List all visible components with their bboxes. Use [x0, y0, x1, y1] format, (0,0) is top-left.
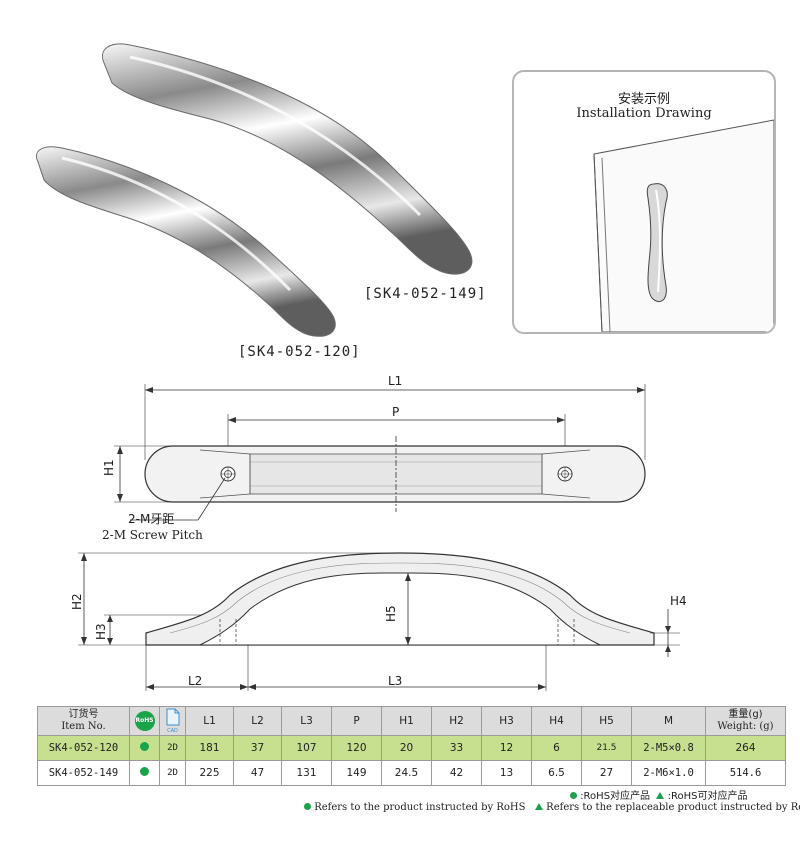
cell-item-no[interactable]: SK4-052-149 — [37, 760, 130, 786]
dim-label-l1: L1 — [388, 374, 403, 388]
dim-label-l2: L2 — [188, 674, 203, 688]
cell-h2: 33 — [431, 735, 482, 761]
cell-rohs — [129, 760, 160, 786]
table-row: SK4-052-149 2D 225 47 131 149 24.5 42 13… — [37, 760, 786, 786]
cell-l2: 47 — [233, 760, 282, 786]
header-l1: L1 — [185, 706, 234, 736]
legend-rohs-cn: :RoHS对应产品 — [580, 791, 651, 802]
cell-h3: 13 — [481, 760, 532, 786]
cad-icon-label: CAD — [167, 728, 178, 734]
header-h5: H5 — [581, 706, 632, 736]
cell-m: 2-M5×0.8 — [631, 735, 706, 761]
header-item-no-cn: 订货号 — [68, 709, 99, 720]
header-l2: L2 — [233, 706, 282, 736]
table-header-row: 订货号 Item No. RoHS CAD L1 L2 L3 P H1 H2 H… — [37, 706, 786, 736]
dim-label-l3: L3 — [388, 674, 403, 688]
header-item-no-en: Item No. — [61, 721, 106, 732]
header-h2: H2 — [431, 706, 482, 736]
legend-rohs-en: Refers to the product instructed by RoHS — [314, 802, 526, 813]
cell-h4: 6.5 — [531, 760, 582, 786]
cell-h3: 12 — [481, 735, 532, 761]
cell-p: 149 — [331, 760, 382, 786]
model-label-sk4-052-120: [SK4-052-120] — [238, 344, 361, 360]
dim-label-h4: H4 — [670, 594, 687, 608]
header-cad: CAD — [159, 706, 186, 736]
rohs-dot-icon — [140, 767, 149, 776]
dim-label-h1: H1 — [102, 459, 116, 476]
header-m: M — [631, 706, 706, 736]
screw-pitch-label-cn: 2-M牙距 — [128, 512, 175, 526]
cell-weight: 514.6 — [705, 760, 786, 786]
cell-p: 120 — [331, 735, 382, 761]
header-item-no: 订货号 Item No. — [37, 706, 130, 736]
cell-h1: 20 — [381, 735, 432, 761]
cell-item-no[interactable]: SK4-052-120 — [37, 735, 130, 761]
header-p: P — [331, 706, 382, 736]
replaceable-triangle-icon — [656, 792, 665, 799]
model-label-sk4-052-149: [SK4-052-149] — [364, 286, 487, 302]
cell-l1: 181 — [185, 735, 234, 761]
installation-title-cn: 安装示例 — [617, 92, 670, 107]
table-row: SK4-052-120 2D 181 37 107 120 20 33 12 6… — [37, 735, 786, 761]
product-photo-sk4-052-149 — [102, 43, 473, 275]
dim-label-h3: H3 — [94, 623, 108, 640]
dim-label-p: P — [392, 405, 400, 419]
cell-l2: 37 — [233, 735, 282, 761]
specification-table: 订货号 Item No. RoHS CAD L1 L2 L3 P H1 H2 H… — [37, 706, 786, 786]
cell-rohs — [129, 735, 160, 761]
dim-label-h2: H2 — [70, 593, 84, 610]
cell-cad[interactable]: 2D — [159, 760, 186, 786]
cell-m: 2-M6×1.0 — [631, 760, 706, 786]
header-weight-cn: 重量(g) — [728, 709, 763, 720]
installation-drawing-panel: 安装示例 Installation Drawing — [512, 70, 776, 334]
cell-l1: 225 — [185, 760, 234, 786]
cell-l3: 131 — [281, 760, 332, 786]
technical-drawing-side-view — [78, 552, 680, 691]
cell-h5: 27 — [581, 760, 632, 786]
legend-replace-cn: :RoHS可对应产品 — [667, 791, 748, 802]
header-rohs: RoHS — [129, 706, 160, 736]
installation-title-en: Installation Drawing — [576, 106, 712, 121]
cell-h2: 42 — [431, 760, 482, 786]
header-weight-en: Weight: (g) — [717, 721, 774, 732]
header-l3: L3 — [281, 706, 332, 736]
cell-h1: 24.5 — [381, 760, 432, 786]
cad-file-icon — [165, 708, 181, 726]
header-h4: H4 — [531, 706, 582, 736]
cell-cad[interactable]: 2D — [159, 735, 186, 761]
rohs-dot-icon — [304, 803, 311, 810]
header-weight: 重量(g) Weight: (g) — [705, 706, 786, 736]
cell-h4: 6 — [531, 735, 582, 761]
screw-pitch-label-en: 2-M Screw Pitch — [102, 528, 203, 542]
cabinet-door-illustration — [593, 119, 774, 332]
header-h3: H3 — [481, 706, 532, 736]
legend-replace-en: Refers to the replaceable product instru… — [546, 802, 800, 813]
rohs-dot-icon — [570, 792, 577, 799]
rohs-dot-icon — [140, 742, 149, 751]
dim-label-h5: H5 — [384, 605, 398, 622]
technical-drawing-top-view — [114, 384, 646, 521]
cell-l3: 107 — [281, 735, 332, 761]
replaceable-triangle-icon — [534, 803, 543, 810]
cell-h5: 21.5 — [581, 735, 632, 761]
legend-cn: :RoHS对应产品 :RoHS可对应产品 — [570, 787, 747, 802]
cell-weight: 264 — [705, 735, 786, 761]
rohs-icon: RoHS — [134, 711, 155, 731]
header-h1: H1 — [381, 706, 432, 736]
product-photo-sk4-052-120 — [36, 146, 336, 337]
legend-en: Refers to the product instructed by RoHS… — [304, 802, 800, 813]
